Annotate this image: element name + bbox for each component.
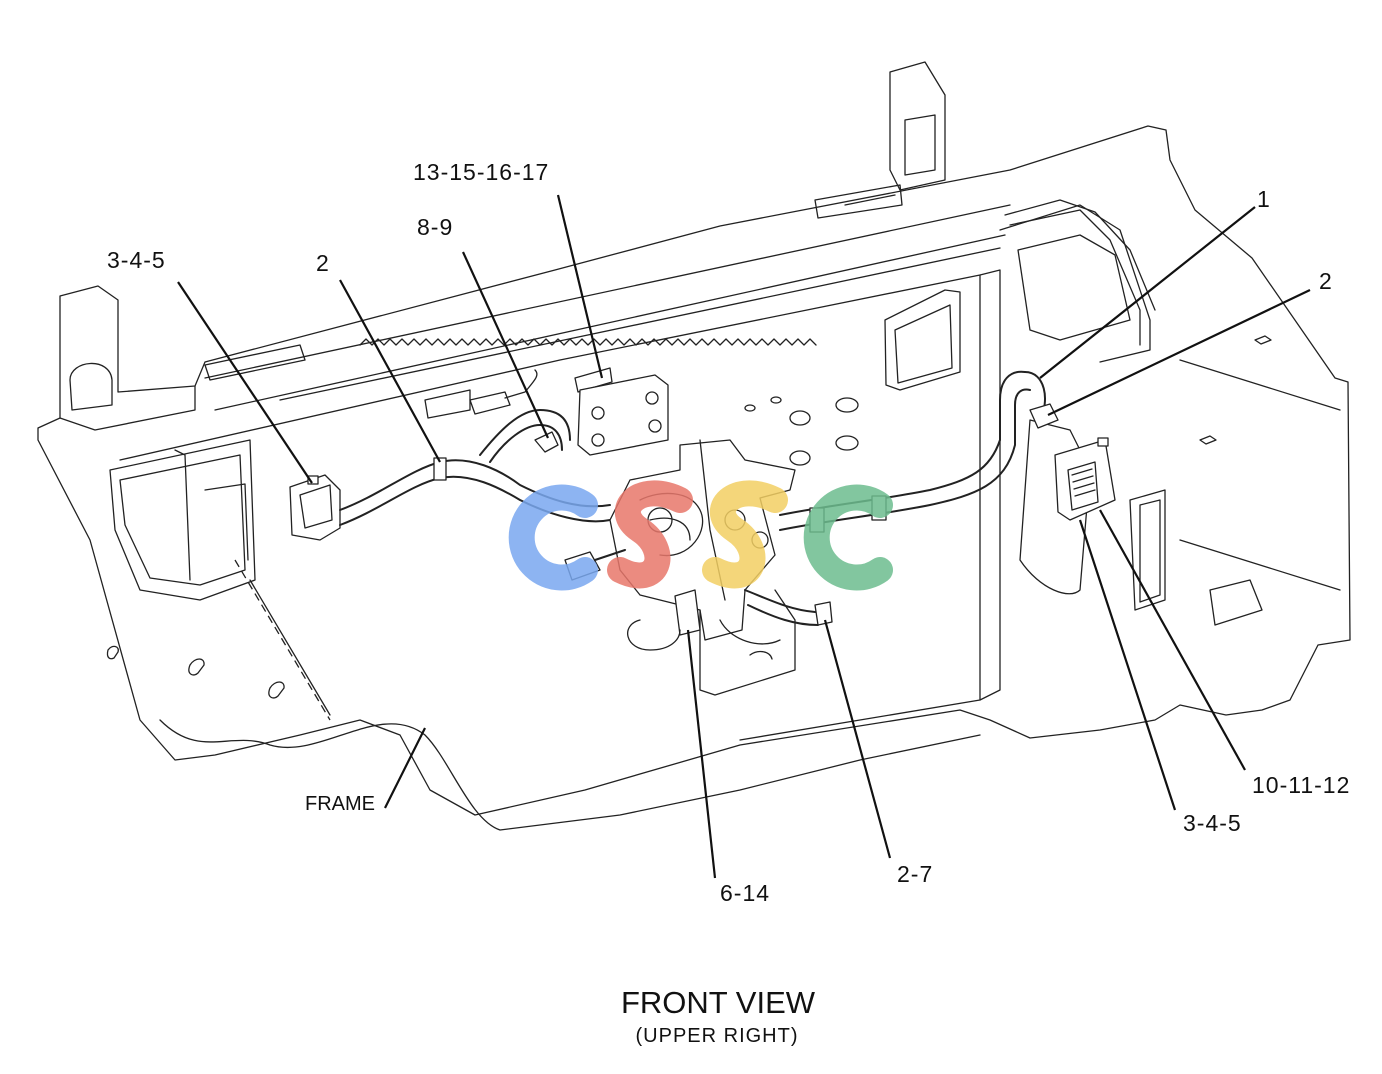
- watermark-s-yellow: [702, 480, 788, 589]
- callout-2-7: 2-7: [897, 861, 933, 887]
- callout-13-15-16-17: 13-15-16-17: [413, 159, 549, 185]
- leader-lines: [177, 194, 1311, 879]
- callout-3-4-5-right: 3-4-5: [1183, 810, 1242, 836]
- callout-2-left: 2: [316, 250, 330, 276]
- view-title: FRONT VIEW: [621, 985, 816, 1020]
- watermark-logo: [508, 480, 893, 591]
- callout-3-4-5-left: 3-4-5: [107, 247, 166, 273]
- frame-label: FRAME: [305, 793, 375, 815]
- callout-10-11-12: 10-11-12: [1252, 772, 1350, 798]
- view-subtitle: (UPPER RIGHT): [636, 1025, 799, 1047]
- watermark-c-blue: [508, 484, 598, 591]
- callout-labels: 13-15-16-17 8-9 3-4-5 2 1 2 10-11-12 3-4…: [107, 159, 1350, 906]
- watermark-s-red: [607, 480, 693, 589]
- frame-structure: [37, 61, 1351, 831]
- clip-2-left: [433, 457, 447, 481]
- right-connector: [1054, 439, 1116, 521]
- left-connector: [289, 474, 341, 541]
- callout-6-14: 6-14: [720, 880, 770, 906]
- callout-1: 1: [1257, 186, 1271, 212]
- callout-8-9: 8-9: [417, 214, 453, 240]
- wiring-harness: [289, 367, 1116, 696]
- watermark-c-green: [803, 484, 893, 591]
- callout-2-right: 2: [1319, 268, 1333, 294]
